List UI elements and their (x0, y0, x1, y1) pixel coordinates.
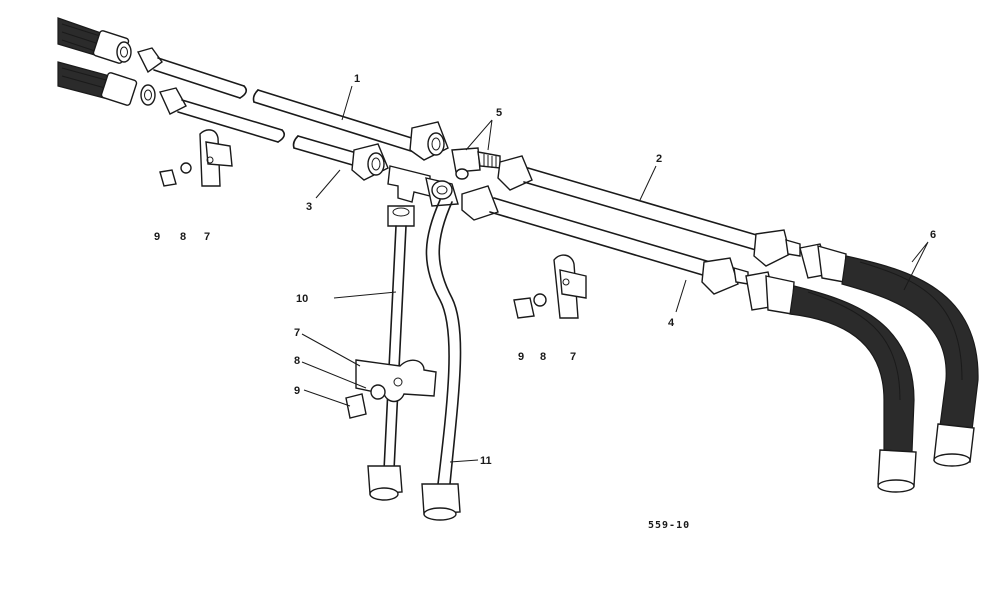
fitting-hose-1 (92, 30, 132, 64)
callout-9-upper: 9 (154, 231, 160, 243)
callout-9-right: 9 (518, 351, 524, 363)
pipe-2 (497, 155, 801, 267)
callout-6: 6 (930, 229, 936, 241)
callout-3: 3 (306, 201, 312, 213)
callout-10: 10 (296, 293, 308, 305)
leader-lines (301, 85, 929, 463)
clip-7-upper (159, 129, 233, 187)
callout-8-right: 8 (540, 351, 546, 363)
pipe-10 (367, 205, 415, 501)
callout-5: 5 (496, 107, 502, 119)
pipe-11 (421, 199, 462, 521)
callout-9-lower: 9 (294, 385, 300, 397)
figure-code: 559-10 (648, 520, 690, 531)
fitting-hose-2 (100, 72, 156, 106)
callout-7-right: 7 (570, 351, 576, 363)
tee-fitting (387, 165, 459, 207)
callout-1: 1 (354, 73, 360, 85)
callout-7-lower: 7 (294, 327, 300, 339)
callout-8-lower: 8 (294, 355, 300, 367)
callout-8-upper: 8 (180, 231, 186, 243)
hose-6-lower (745, 271, 917, 493)
callout-7-upper: 7 (204, 231, 210, 243)
pipe-4 (461, 185, 749, 295)
fitting-5 (451, 147, 501, 180)
hose-6-upper (799, 243, 979, 467)
clip-7-right (513, 254, 587, 319)
callout-11: 11 (480, 455, 492, 467)
pipe-3 (159, 87, 389, 181)
callout-4: 4 (668, 317, 675, 329)
callout-2: 2 (656, 153, 662, 165)
clip-7-lower (345, 359, 437, 419)
pipe-1 (136, 47, 449, 161)
